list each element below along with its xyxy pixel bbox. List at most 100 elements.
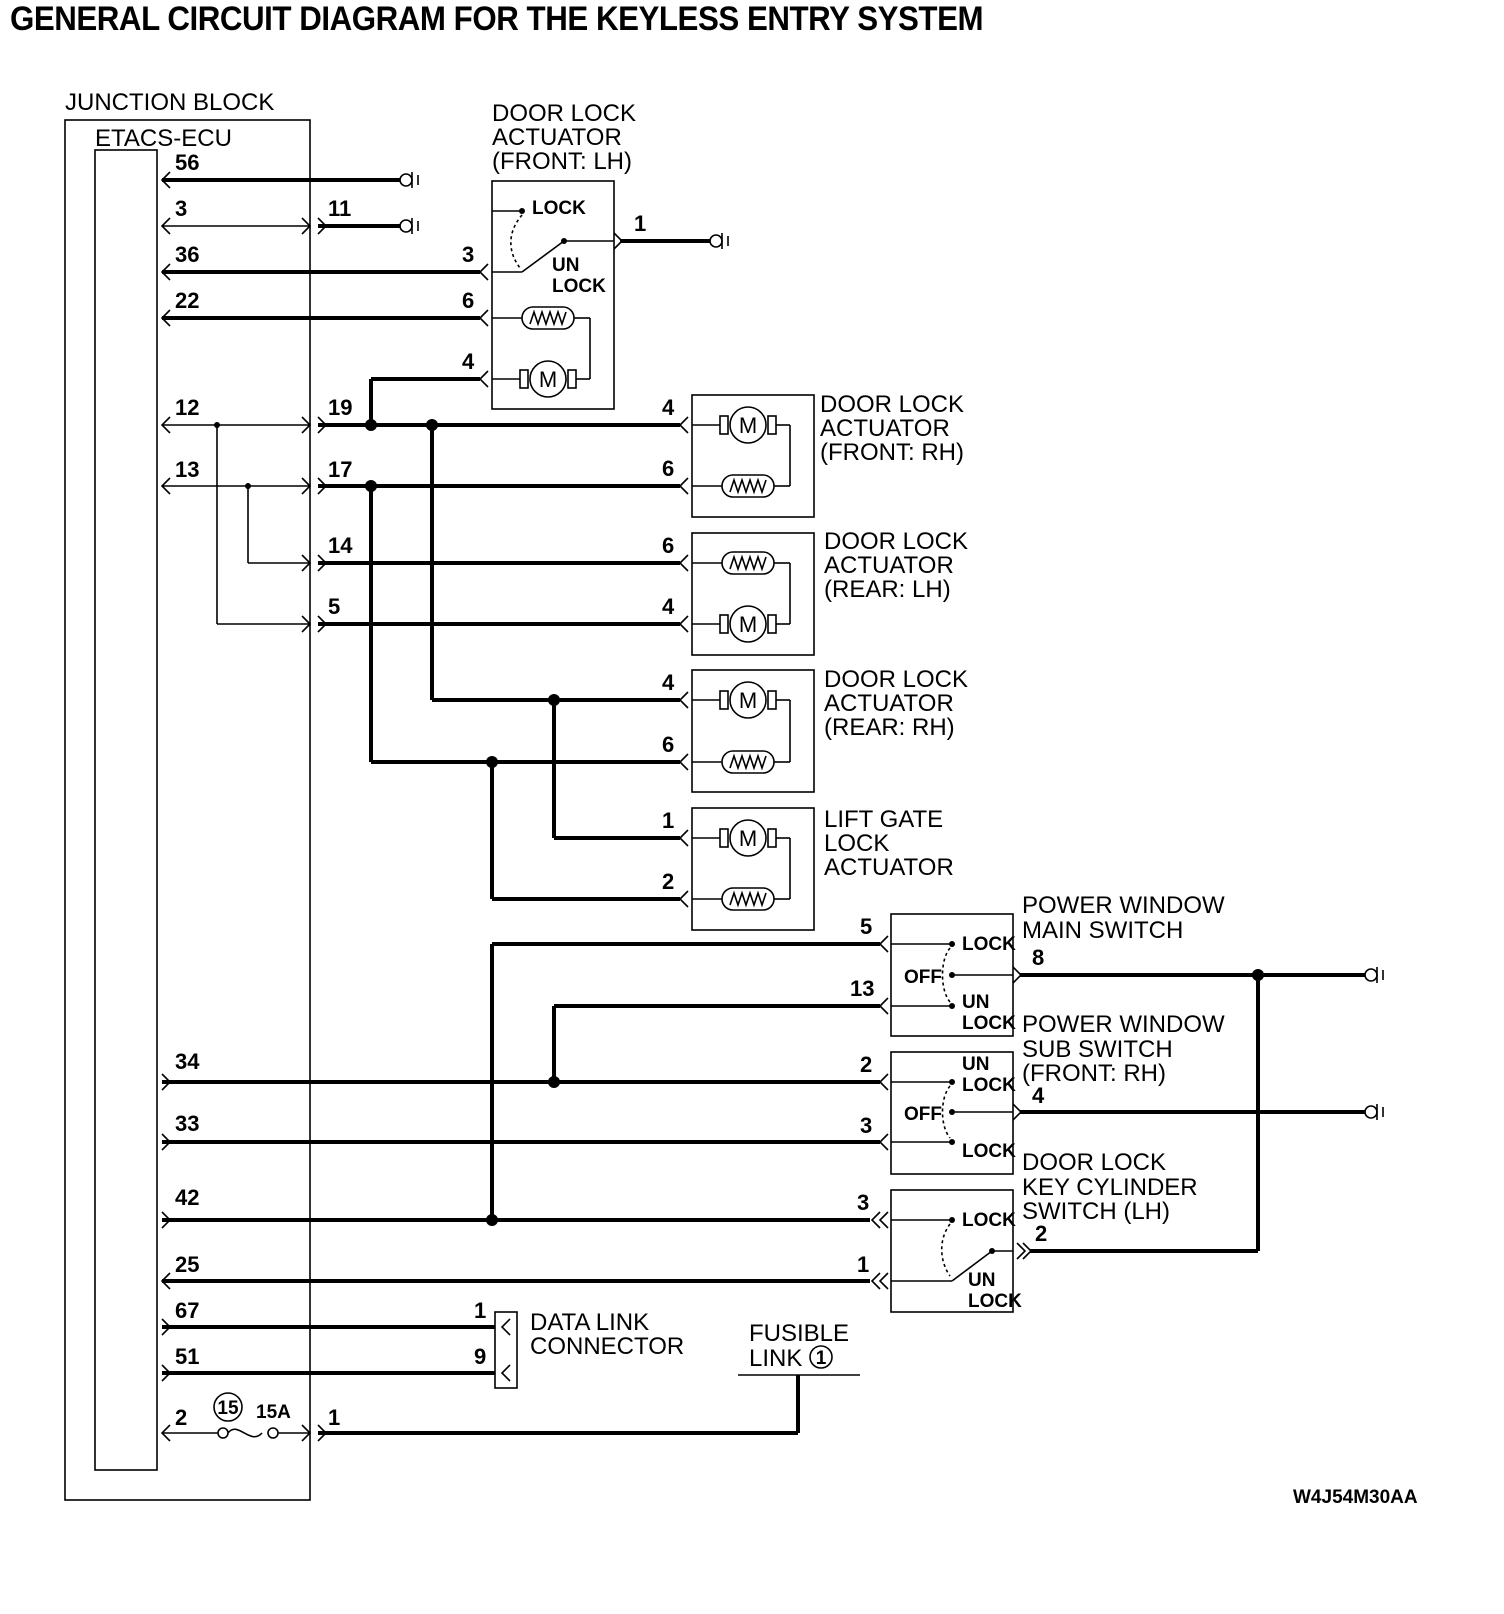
key-cyl-pin-1: 1	[857, 1252, 869, 1277]
pw-sub-pin-3: 3	[860, 1113, 872, 1138]
door-lock-actuator-rear-rh: 4 6 DOOR LOCK ACTUATOR (REAR: RH)	[662, 666, 968, 793]
lift-gate-name-2: LOCK	[824, 830, 889, 857]
pw-sub-unlock-1: UN	[962, 1054, 989, 1075]
heater-icon	[721, 887, 775, 911]
pw-main-name-1: POWER WINDOW	[1022, 892, 1225, 919]
key-cyl-unlock-1: UN	[968, 1270, 995, 1291]
ecu-pin-67: 67	[175, 1298, 199, 1323]
fuse-number-circle	[213, 1392, 243, 1422]
front-lh-name-2: ACTUATOR	[492, 124, 622, 151]
heater-icon	[721, 474, 775, 498]
motor-icon	[719, 406, 777, 444]
lift-gate-name-3: ACTUATOR	[824, 854, 954, 881]
pw-main-unlock-2: LOCK	[962, 1013, 1016, 1034]
front-lh-pin-4: 4	[462, 349, 475, 374]
front-lh-name-3: (FRONT: LH)	[492, 148, 632, 175]
key-cyl-name-1: DOOR LOCK	[1022, 1149, 1166, 1176]
junction-block-label: JUNCTION BLOCK	[65, 89, 274, 116]
rear-rh-pin-6: 6	[662, 732, 674, 757]
dlc-pin-9: 9	[474, 1344, 486, 1369]
key-cyl-name-2: KEY CYLINDER	[1022, 1174, 1198, 1201]
motor-icon	[719, 819, 777, 857]
ecu-pin-2: 2	[175, 1405, 187, 1430]
dlc-name-2: CONNECTOR	[530, 1333, 684, 1360]
door-lock-key-cylinder-switch: 3 1 2 LOCK UN LOCK DOOR LOCK KEY CYLINDE…	[857, 1149, 1198, 1313]
data-link-connector: 1 9 DATA LINK CONNECTOR	[474, 1298, 684, 1389]
front-lh-unlock-1: UN	[552, 255, 579, 276]
ecu-connector-marks	[160, 171, 328, 1442]
pw-main-pin-13: 13	[850, 976, 874, 1001]
fuse-number: 15	[217, 1398, 239, 1419]
door-lock-actuator-front-rh: 4 6 DOOR LOCK ACTUATOR (FRONT: RH)	[662, 391, 964, 518]
ecu-pin-25: 25	[175, 1252, 199, 1277]
rear-lh-name-2: ACTUATOR	[824, 552, 954, 579]
front-rh-name-3: (FRONT: RH)	[820, 439, 964, 466]
ecu-pin-22: 22	[175, 288, 199, 313]
jb-pin-11: 11	[328, 196, 351, 221]
front-rh-name-2: ACTUATOR	[820, 415, 950, 442]
front-rh-name-1: DOOR LOCK	[820, 391, 964, 418]
front-rh-pin-6: 6	[662, 456, 674, 481]
ecu-pin-3: 3	[175, 196, 187, 221]
front-lh-name-1: DOOR LOCK	[492, 100, 636, 127]
door-lock-actuator-front-lh: DOOR LOCK ACTUATOR (FRONT: LH) 3 6 4 1 L…	[462, 100, 646, 410]
pw-sub-name-3: (FRONT: RH)	[1022, 1060, 1166, 1087]
ecu-pin-56: 56	[175, 150, 199, 175]
key-cyl-unlock-2: LOCK	[968, 1291, 1022, 1312]
rear-lh-name-3: (REAR: LH)	[824, 576, 951, 603]
ecu-pin-36: 36	[175, 242, 199, 267]
motor-icon	[719, 605, 777, 643]
junction-block-box	[64, 119, 311, 1501]
jb-pin-5: 5	[328, 594, 340, 619]
key-cyl-pin-2: 2	[1035, 1221, 1047, 1246]
pw-main-lock: LOCK	[962, 934, 1016, 955]
rear-rh-name-3: (REAR: RH)	[824, 714, 955, 741]
fuse-rating: 15A	[256, 1402, 291, 1423]
ecu-pin-51: 51	[175, 1344, 199, 1369]
motor-icon	[519, 360, 577, 398]
jb-pin-14: 14	[328, 533, 353, 558]
pw-main-pin-8: 8	[1032, 945, 1044, 970]
pw-sub-pin-2: 2	[860, 1052, 872, 1077]
dlc-name-1: DATA LINK	[530, 1309, 649, 1336]
diagram-code: W4J54M30AA	[1293, 1487, 1418, 1508]
pw-sub-name-2: SUB SWITCH	[1022, 1036, 1173, 1063]
front-lh-pin-3: 3	[462, 242, 474, 267]
key-cyl-lock: LOCK	[962, 1210, 1016, 1231]
jb-pin-19: 19	[328, 395, 352, 420]
lift-gate-lock-actuator: 1 2 LIFT GATE LOCK ACTUATOR	[662, 806, 954, 931]
pw-sub-name-1: POWER WINDOW	[1022, 1011, 1225, 1038]
door-lock-actuator-rear-lh: 6 4 DOOR LOCK ACTUATOR (REAR: LH)	[662, 528, 968, 656]
pw-sub-lock: LOCK	[962, 1141, 1016, 1162]
fusible-name-1: FUSIBLE	[749, 1320, 849, 1347]
front-lh-lock-label: LOCK	[532, 198, 586, 219]
ecu-pin-34: 34	[175, 1049, 200, 1074]
ecu-pin-13: 13	[175, 457, 199, 482]
ecu-pin-33: 33	[175, 1111, 199, 1136]
rear-rh-name-1: DOOR LOCK	[824, 666, 968, 693]
rear-rh-name-2: ACTUATOR	[824, 690, 954, 717]
fusible-number: 1	[816, 1348, 827, 1369]
fusible-link: FUSIBLE LINK 1	[738, 1320, 860, 1376]
ecu-pin-42: 42	[175, 1185, 199, 1210]
pw-main-pin-5: 5	[860, 914, 872, 939]
front-rh-pin-4: 4	[662, 395, 675, 420]
rear-lh-pin-4: 4	[662, 594, 675, 619]
heater-icon	[721, 750, 775, 774]
jb-pin-1: 1	[328, 1405, 340, 1430]
front-lh-unlock-2: LOCK	[552, 276, 606, 297]
lift-gate-name-1: LIFT GATE	[824, 806, 943, 833]
ecu-pin-12: 12	[175, 395, 199, 420]
rear-rh-pin-4: 4	[662, 670, 675, 695]
key-cyl-name-3: SWITCH (LH)	[1022, 1198, 1170, 1225]
wiring	[162, 171, 1384, 1439]
front-lh-pin-6: 6	[462, 288, 474, 313]
rear-lh-name-1: DOOR LOCK	[824, 528, 968, 555]
pw-sub-off: OFF	[904, 1104, 942, 1125]
pw-sub-unlock-2: LOCK	[962, 1075, 1016, 1096]
pw-main-unlock-1: UN	[962, 992, 989, 1013]
diagram-title: GENERAL CIRCUIT DIAGRAM FOR THE KEYLESS …	[10, 0, 984, 38]
pw-main-name-2: MAIN SWITCH	[1022, 917, 1183, 944]
lift-gate-pin-2: 2	[662, 869, 674, 894]
